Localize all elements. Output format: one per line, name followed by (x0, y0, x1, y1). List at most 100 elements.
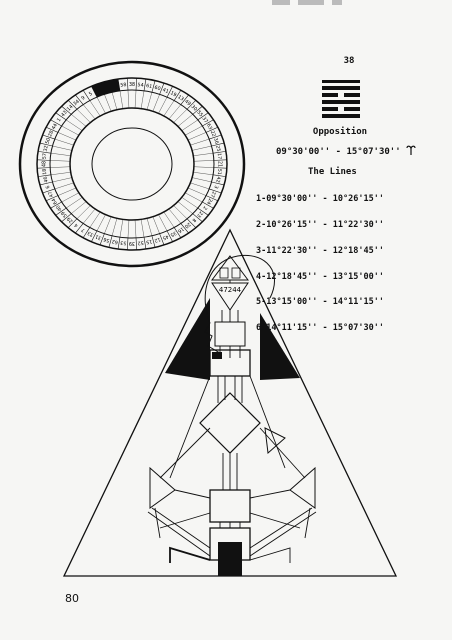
line-item: 1-09°30'00'' - 10°26'15'' (256, 194, 384, 205)
hexagram-line-solid (322, 100, 360, 104)
wheel-spoke (151, 235, 156, 248)
wheel-gate-label: 37 (201, 116, 209, 124)
wheel-spoke (135, 78, 137, 91)
wheel-inner-spoke (193, 152, 214, 156)
wheel-spoke (67, 100, 78, 110)
wheel-inner-spoke (104, 216, 112, 234)
wheel-inner-spoke (54, 138, 74, 146)
wheel-inner-spoke (181, 119, 198, 131)
wheel-gate-label: 13 (176, 94, 184, 102)
head-profile (204, 254, 275, 354)
wheel-gate-label: 7 (80, 226, 86, 233)
line-item: 2-10°26'15'' - 11°22'30'' (256, 219, 384, 230)
wheel-spoke (180, 94, 189, 105)
wheel-spoke (99, 233, 105, 246)
wheel-gate-label: 2 (201, 205, 208, 211)
aries-symbol-icon (406, 145, 416, 155)
wheel-gate-label: 46 (43, 176, 50, 183)
degree-range: 09°30'00'' - 15°07'30'' (276, 145, 416, 157)
wheel-spoke (75, 94, 84, 105)
throat-base (209, 349, 251, 377)
wheel-inner-spoke (181, 197, 198, 209)
wheel-spoke (39, 181, 53, 186)
wheel-gate-label: 8 (191, 217, 197, 223)
wheel-spoke (166, 230, 173, 242)
wheel-spoke (192, 213, 203, 222)
hexagram-line-solid (322, 86, 360, 90)
wheel-spoke (67, 218, 78, 228)
wheel-spoke (37, 167, 51, 169)
wheel-gate-label: 40 (55, 204, 63, 212)
wheel-spoke (202, 119, 214, 127)
wheel-inner-spoke (50, 152, 71, 156)
wheel-inner-spoke (134, 90, 137, 109)
left-wedge (165, 298, 210, 380)
wheel-inner-spoke (119, 90, 124, 109)
wheel-spoke (46, 126, 58, 133)
wheel-spoke (202, 201, 214, 209)
wheel-inner-spoke (158, 97, 168, 114)
wheel-spoke (173, 227, 182, 238)
wheel-spoke (117, 78, 121, 91)
wheel-spoke (37, 151, 51, 154)
bodygraph-diagram: 47244 (62, 228, 398, 577)
wheel-gate-label: 36 (212, 137, 220, 145)
line-item: 3-11°22'30'' - 12°18'45'' (256, 245, 384, 256)
wheel-inner-spoke (163, 100, 175, 117)
wheel-gate-label: 63 (205, 123, 213, 131)
wheel-spoke (211, 142, 225, 147)
wheel-spoke (135, 237, 137, 250)
wheel-inner-spoke (152, 94, 160, 112)
wheel-inner-spoke (83, 104, 96, 120)
wheel-gate-label: 43 (60, 110, 69, 119)
wheel-inner-spoke (89, 211, 101, 228)
wheel-inner-spoke (192, 145, 212, 151)
throat-highlight (212, 352, 222, 359)
wheel-gate-label: 55 (195, 110, 204, 119)
wheel-inner-spoke (50, 160, 71, 162)
wheel-gate-label: 14 (66, 104, 75, 113)
wheel-spoke (143, 78, 147, 91)
wheel-spoke (91, 230, 98, 242)
wheel-inner-spoke (190, 138, 210, 146)
wheel-gate-label: 22 (209, 130, 217, 138)
wheel-inner-spoke (173, 205, 188, 219)
wheel-inner-spoke (71, 114, 87, 127)
wheel-gate-label: 27 (209, 190, 217, 198)
wheel-spoke (213, 151, 227, 154)
wheel-inner-spoke (50, 166, 71, 168)
wheel-gate-label: 52 (137, 239, 144, 246)
wheel-gate-label: 58 (120, 82, 127, 89)
wheel-inner-spoke (193, 166, 214, 168)
hexagram-line-solid (322, 114, 360, 118)
wheel-inner-spoke (61, 192, 79, 203)
hexagram-symbol (322, 80, 360, 118)
wheel-inner-spoke (71, 201, 87, 214)
page-number: 80 (65, 592, 79, 605)
wheel-inner-spoke (50, 172, 71, 176)
wheel-inner-spoke (190, 182, 210, 190)
wheel-spoke (213, 174, 227, 177)
g-sacral-channels (154, 427, 311, 539)
wheel-inner-spoke (134, 219, 137, 238)
wheel-inner-spoke (152, 216, 160, 234)
wheel-gate-label: 41 (162, 87, 170, 95)
wheel-spoke (211, 181, 225, 186)
wheel-inner-spoke (119, 219, 124, 238)
hexagram-line-broken (344, 93, 360, 97)
wheel-gate-label: 51 (216, 168, 223, 175)
wheel-gate-label: 49 (183, 99, 192, 108)
wheel-inner-spoke (187, 132, 207, 141)
wheel-inner-spoke (76, 205, 91, 219)
wheel-inner-spoke (185, 125, 203, 136)
wheel-spoke (55, 207, 67, 216)
wheel-spoke (127, 237, 129, 250)
wheel-gate-label: 33 (87, 230, 95, 238)
wheel-inner-spoke (193, 172, 214, 176)
wheel-spoke (143, 237, 147, 250)
wheel-gate-label: 1 (56, 117, 63, 123)
wheel-gate-label: 16 (176, 225, 184, 233)
wheel-spoke (61, 213, 72, 222)
throat-g-channels (169, 375, 286, 479)
wheel-gate-label: 39 (129, 240, 135, 246)
